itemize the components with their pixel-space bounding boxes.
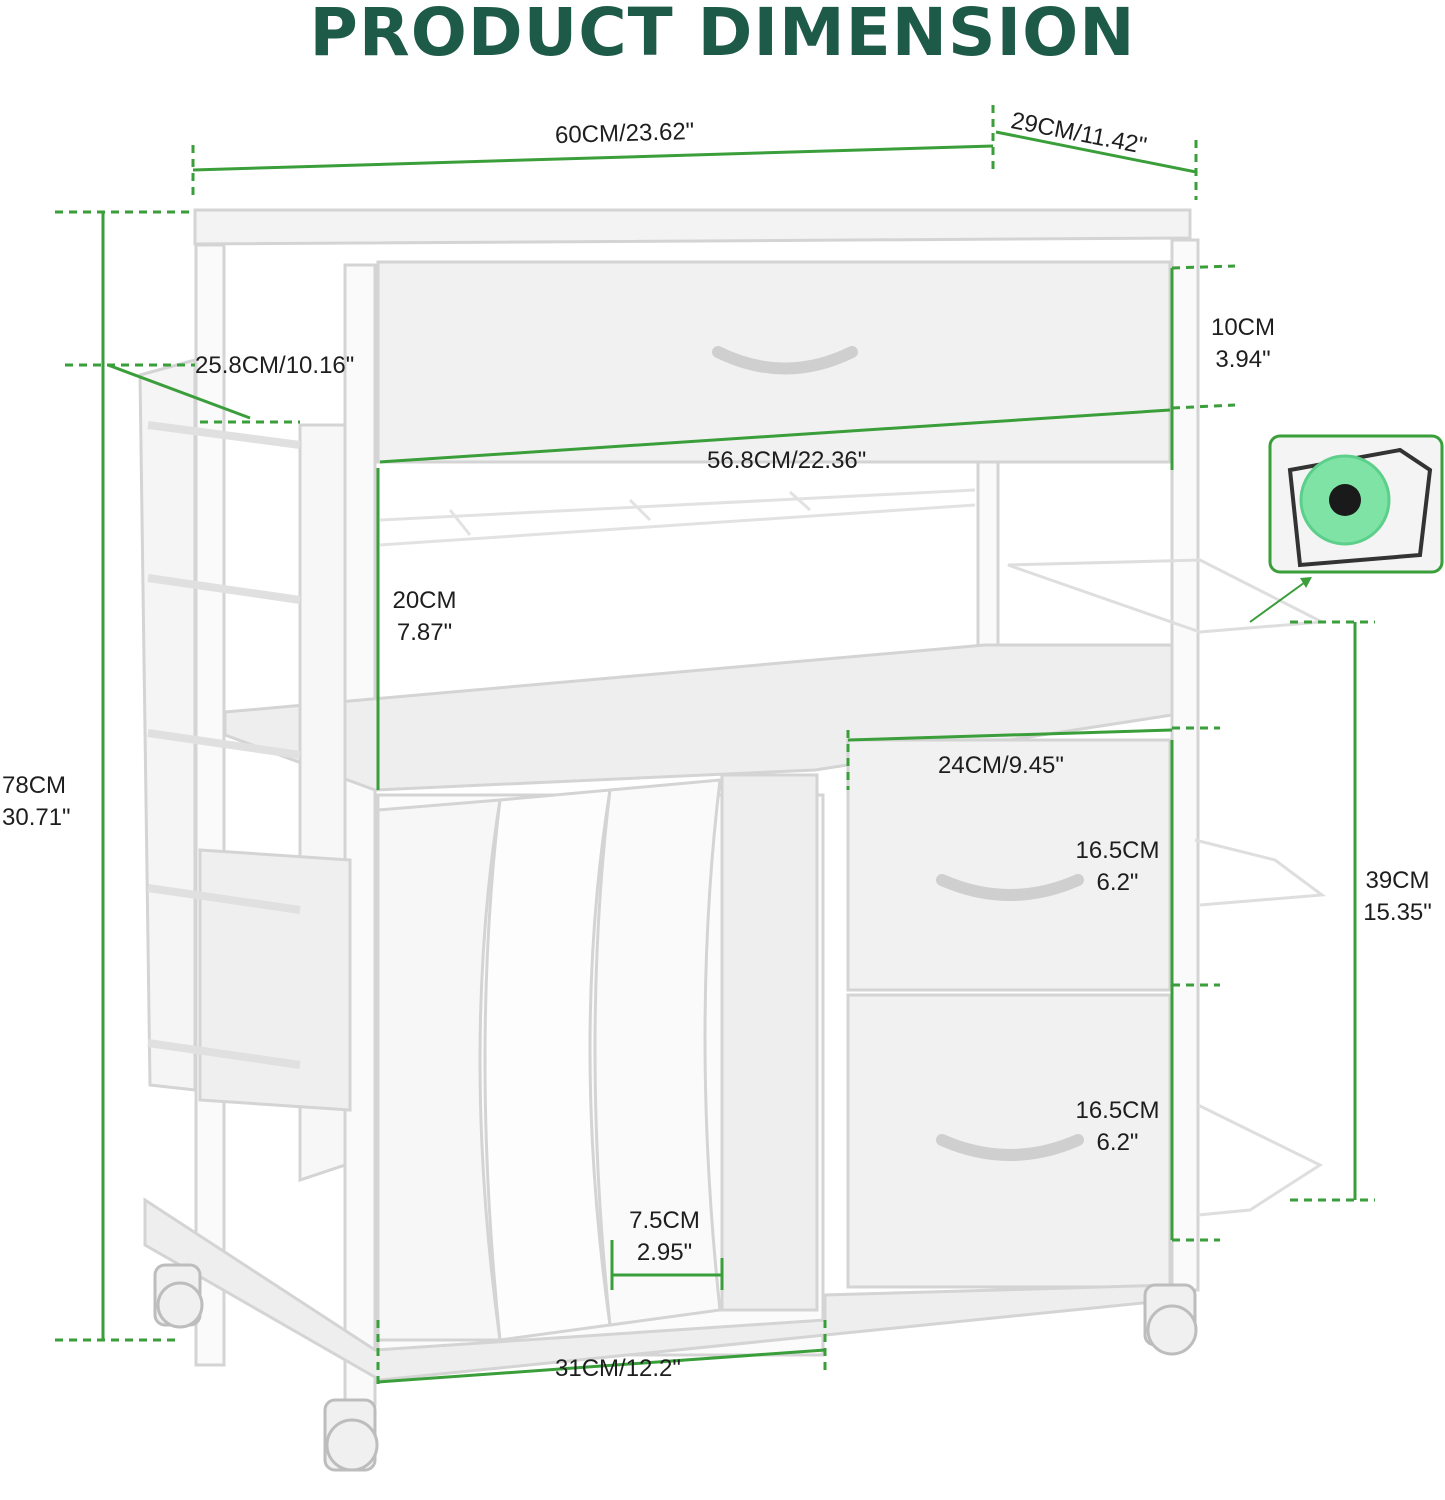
drawer-1-height-in: 6.2" <box>1096 869 1139 896</box>
width-total-label: 60CM/23.62" <box>554 117 695 150</box>
side-rack-height-in: 15.35" <box>1363 899 1432 926</box>
height-total-label: 78CM 30.71" <box>2 770 71 834</box>
dimension-lines <box>55 105 1375 1385</box>
drawer-2-height-in: 6.2" <box>1096 1129 1139 1156</box>
file-section-width-label: 31CM/12.2" <box>555 1355 681 1382</box>
top-drawer-width-label: 56.8CM/22.36" <box>707 447 867 474</box>
shelf-gap-label: 20CM 7.87" <box>382 585 467 649</box>
drawer-1-height-cm: 16.5CM <box>1075 837 1160 864</box>
divider-gap-cm: 7.5CM <box>629 1207 700 1234</box>
shelf-gap-cm: 20CM <box>392 587 457 614</box>
drawer-1-height-label: 16.5CM 6.2" <box>1065 835 1170 899</box>
height-total-cm: 78CM <box>2 772 67 799</box>
top-drawer-height-in: 3.94" <box>1215 346 1271 373</box>
side-rack-height-label: 39CM 15.35" <box>1350 865 1445 929</box>
side-rack-height-cm: 39CM <box>1365 867 1430 894</box>
side-depth-label: 25.8CM/10.16" <box>195 352 355 379</box>
small-drawer-width-label: 24CM/9.45" <box>938 752 1064 779</box>
shelf-gap-in: 7.87" <box>396 619 453 646</box>
divider-gap-label: 7.5CM 2.95" <box>617 1205 712 1269</box>
divider-gap-in: 2.95" <box>636 1239 693 1266</box>
page-title: PRODUCT DIMENSION <box>309 0 1136 71</box>
top-drawer-height-label: 10CM 3.94" <box>1198 312 1288 376</box>
cart-illustration <box>138 208 1328 1472</box>
drawer-2-height-label: 16.5CM 6.2" <box>1065 1095 1170 1159</box>
paper-towel-roll-icon <box>1249 434 1444 623</box>
drawer-2-height-cm: 16.5CM <box>1075 1097 1160 1124</box>
top-drawer-height-cm: 10CM <box>1210 314 1276 341</box>
height-total-in: 30.71" <box>2 804 71 831</box>
